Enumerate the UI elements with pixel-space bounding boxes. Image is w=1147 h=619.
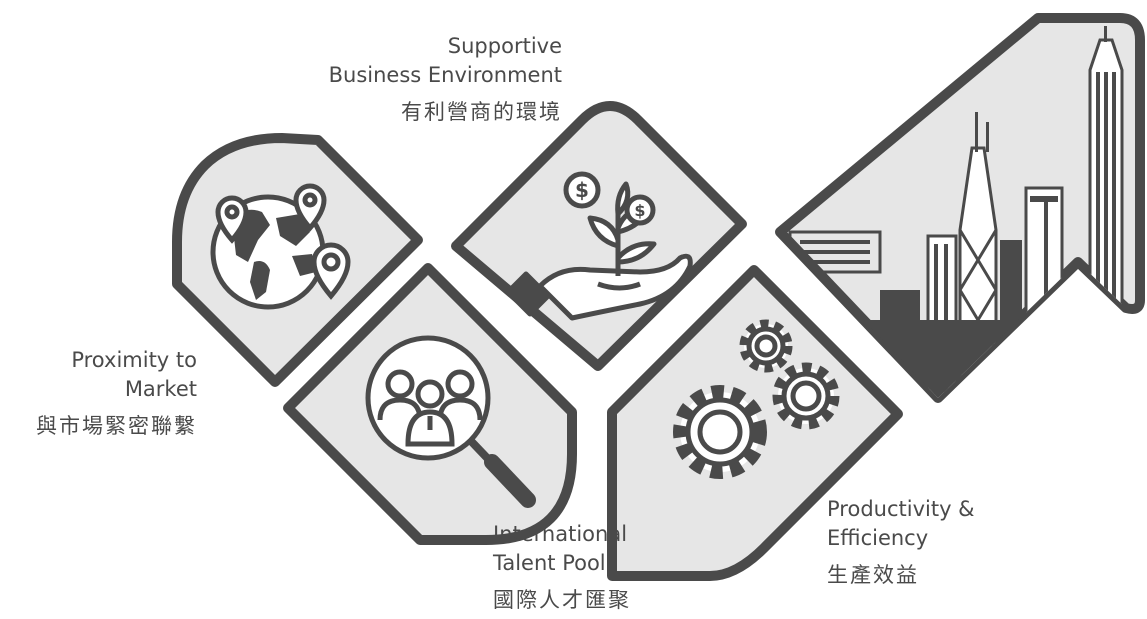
proximity-line1: Proximity to bbox=[71, 348, 197, 372]
globe-icon bbox=[210, 183, 351, 310]
proximity-line2: Market bbox=[124, 377, 197, 401]
label-international-talent-pool: International Talent Pool 國際人才匯聚 bbox=[493, 520, 631, 615]
label-productivity-efficiency: Productivity & Efficiency 生產效益 bbox=[827, 495, 975, 590]
productivity-line2: Efficiency bbox=[827, 526, 929, 550]
productivity-zh: 生產效益 bbox=[827, 563, 919, 587]
gears-icon bbox=[673, 319, 840, 479]
productivity-line1: Productivity & bbox=[827, 497, 975, 521]
label-proximity-to-market: Proximity to Market 與市場緊密聯繫 bbox=[36, 346, 197, 441]
business-line1: Supportive bbox=[447, 34, 562, 58]
talent-search-icon bbox=[365, 335, 536, 508]
label-business-environment: Supportive Business Environment 有利營商的環境 bbox=[329, 32, 562, 127]
business-line2: Business Environment bbox=[328, 63, 562, 87]
svg-text:$: $ bbox=[575, 178, 589, 202]
talent-line2: Talent Pool bbox=[493, 551, 606, 575]
proximity-zh: 與市場緊密聯繫 bbox=[36, 414, 197, 438]
money-plant-icon: $ $ bbox=[505, 171, 693, 321]
business-zh: 有利營商的環境 bbox=[401, 100, 562, 124]
talent-line1: International bbox=[493, 522, 628, 546]
talent-zh: 國際人才匯聚 bbox=[493, 588, 631, 612]
svg-text:$: $ bbox=[634, 201, 645, 220]
